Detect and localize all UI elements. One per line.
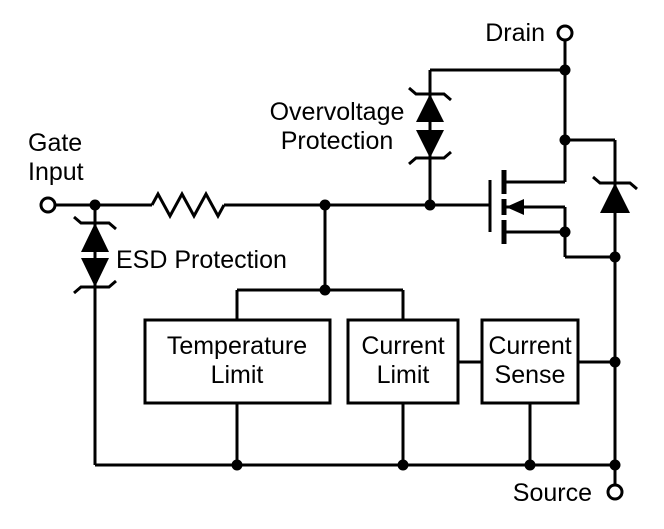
gate-resistor [150,190,226,220]
diode-triangle-up [416,94,444,122]
gate-label-line1: Gate [28,129,82,157]
current-sense-label-line2: Sense [495,361,566,389]
mosfet-body-arrow-icon [506,199,524,215]
source-terminal [606,483,624,501]
drain-label: Drain [485,19,545,47]
junction-dot [231,459,243,471]
overvoltage-label-line2: Protection [281,127,394,155]
current-sense-label-line1: Current [488,332,571,360]
junction-dot [524,459,536,471]
junction-dot [559,64,571,76]
temperature-limit-label-line2: Limit [211,361,264,389]
overvoltage-protection-diode [408,86,452,166]
gate-label-line2: Input [28,158,84,186]
mosfet [488,170,567,257]
junction-dot [559,226,571,238]
junction-dot [609,356,621,368]
temperature-limit-label-line1: Temperature [167,332,307,360]
overvoltage-label-line1: Overvoltage [270,98,405,126]
junction-dot [89,199,101,211]
diode-triangle-up [81,223,109,252]
junction-dot [609,251,621,263]
junction-dot [319,284,331,296]
gate-terminal [39,196,57,214]
current-sense-box [480,318,580,405]
diode-triangle-down [81,258,109,287]
junction-dot [559,134,571,146]
current-limit-block: Current Limit [346,318,460,405]
junction-dot [319,199,331,211]
diode-triangle-up [600,183,630,213]
current-limit-label-line1: Current [361,332,444,360]
temperature-limit-box [143,318,332,405]
drain-terminal [556,24,574,42]
zener-bar-bottom [408,150,452,166]
junction-dot [424,199,436,211]
diode-triangle-down [416,130,444,158]
junction-dot [609,459,621,471]
esd-protection-diode [73,215,117,295]
junction-dots [89,64,621,471]
zener-bar-bottom [73,279,117,295]
temperature-limit-block: Temperature Limit [143,318,332,405]
junction-dot [397,459,409,471]
body-diode [592,175,638,213]
current-limit-box [346,318,460,405]
current-limit-label-line2: Limit [377,361,430,389]
current-sense-block: Current Sense [480,318,580,405]
source-label: Source [513,479,592,507]
esd-protection-label: ESD Protection [116,246,287,274]
